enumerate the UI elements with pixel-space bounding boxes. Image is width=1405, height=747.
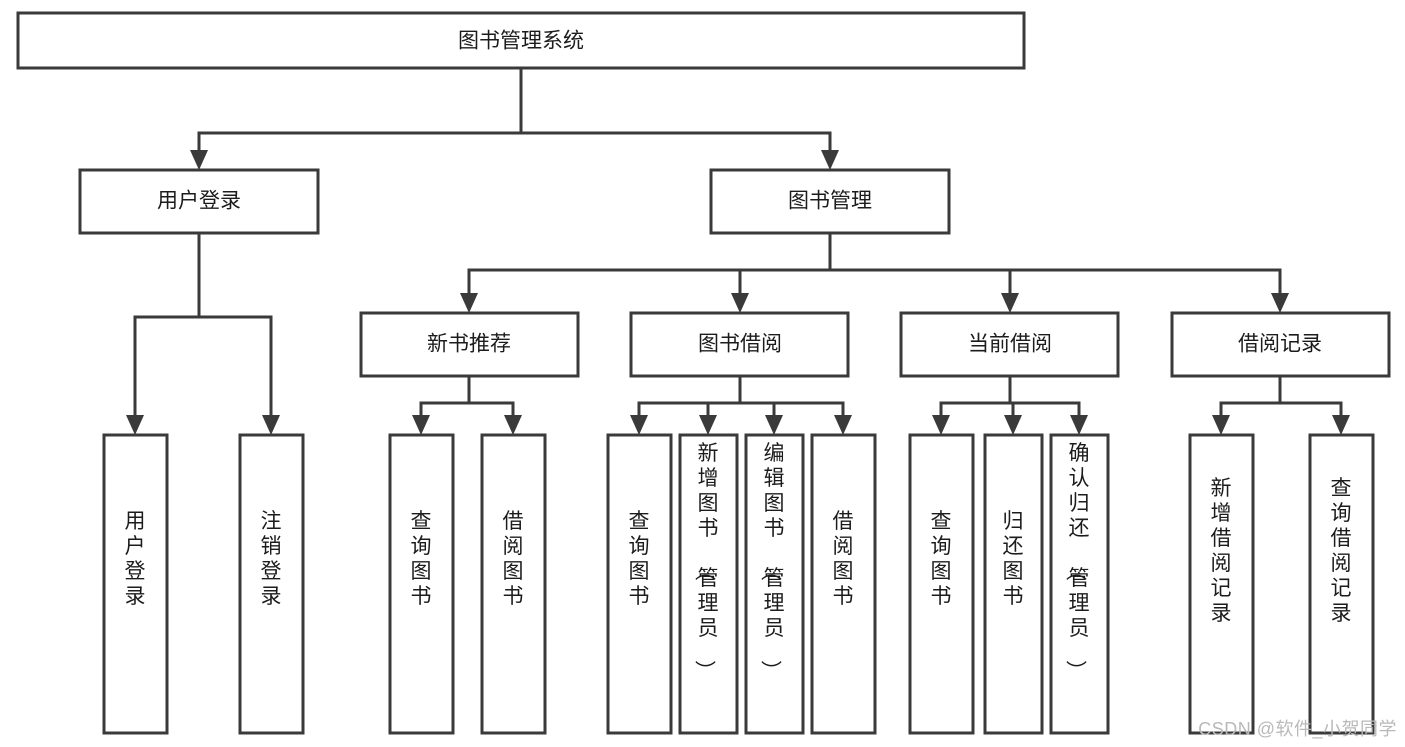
- node-leaf-query-book-3-label: 查询图书: [931, 510, 952, 608]
- node-leaf-query-book-1-box[interactable]: [388, 433, 455, 735]
- node-leaf-query-book-2-label: 查询图书: [629, 510, 650, 608]
- node-leaf-borrow-book-1-label: 借阅图书: [503, 510, 524, 608]
- node-leaf-edit-book-box[interactable]: [744, 433, 805, 735]
- node-book-management-label: 图书管理: [788, 190, 872, 213]
- node-leaf-add-borrow-record-box[interactable]: [1188, 433, 1255, 735]
- node-leaf-user-login-label: 用户登录: [125, 510, 146, 608]
- node-leaf-query-borrow-record[interactable]: 查询借阅记录: [1308, 433, 1375, 735]
- node-borrow-record-label: 借阅记录: [1238, 333, 1322, 356]
- node-user-login[interactable]: 用户登录: [78, 168, 320, 235]
- node-user-login-label: 用户登录: [157, 190, 241, 213]
- arrowhead-leaf-10: [1070, 415, 1088, 435]
- node-leaf-user-login-box[interactable]: [102, 433, 169, 735]
- node-leaf-edit-book-label: 编辑图书（管理员）: [759, 442, 785, 681]
- arrowhead-leaf-9: [1004, 415, 1022, 435]
- node-root[interactable]: 图书管理系统: [16, 11, 1026, 70]
- arrowhead-new-book: [460, 293, 478, 313]
- node-leaf-logout-label: 注销登录: [261, 510, 282, 608]
- arrowhead-leaf-2: [412, 415, 430, 435]
- arrowhead-leaf-1: [262, 415, 280, 435]
- node-borrow-record-box[interactable]: [1170, 311, 1391, 378]
- node-leaf-add-book-box[interactable]: [678, 433, 739, 735]
- node-book-management-box[interactable]: [709, 168, 951, 235]
- node-leaf-borrow-book-2-box[interactable]: [810, 433, 877, 735]
- arrowhead-borrow-record: [1271, 293, 1289, 313]
- node-leaf-borrow-book-2-label: 借阅图书: [833, 510, 854, 608]
- node-leaf-query-book-1[interactable]: 查询图书: [388, 433, 455, 735]
- node-leaf-add-book[interactable]: 新增图书（管理员）: [678, 433, 739, 735]
- node-new-book-recommend[interactable]: 新书推荐: [359, 311, 580, 378]
- arrowhead-leaf-6: [765, 415, 783, 435]
- node-leaf-logout[interactable]: 注销登录: [238, 433, 305, 735]
- node-leaf-return-book-label: 归还图书: [1003, 510, 1024, 608]
- node-root-box[interactable]: [16, 11, 1026, 70]
- node-leaf-query-book-1-label: 查询图书: [411, 510, 432, 608]
- arrowhead-leaf-12: [1332, 415, 1350, 435]
- node-leaf-query-book-2[interactable]: 查询图书: [606, 433, 673, 735]
- node-leaf-borrow-book-1-box[interactable]: [480, 433, 547, 735]
- node-book-management[interactable]: 图书管理: [709, 168, 951, 235]
- node-leaf-user-login[interactable]: 用户登录: [102, 433, 169, 735]
- arrowhead-leaf-7: [834, 415, 852, 435]
- node-leaf-add-book-label: 新增图书（管理员）: [693, 442, 719, 681]
- connector-layer: [126, 66, 1350, 435]
- arrowhead-current-borrow: [1001, 293, 1019, 313]
- node-leaf-add-borrow-record[interactable]: 新增借阅记录: [1188, 433, 1255, 735]
- node-root-label: 图书管理系统: [458, 30, 584, 53]
- node-leaf-borrow-book-1[interactable]: 借阅图书: [480, 433, 547, 735]
- arrowhead-borrow: [731, 293, 749, 313]
- arrowhead-leaf-3: [504, 415, 522, 435]
- node-leaf-query-borrow-record-box[interactable]: [1308, 433, 1375, 735]
- arrowhead-leaf-5: [699, 415, 717, 435]
- node-leaf-edit-book[interactable]: 编辑图书（管理员）: [744, 433, 805, 735]
- node-book-borrow-label: 图书借阅: [698, 333, 782, 356]
- node-new-book-recommend-box[interactable]: [359, 311, 580, 378]
- node-current-borrow-box[interactable]: [899, 311, 1120, 378]
- node-leaf-borrow-book-2[interactable]: 借阅图书: [810, 433, 877, 735]
- arrowhead-user-login: [190, 150, 208, 170]
- node-current-borrow-label: 当前借阅: [968, 333, 1052, 356]
- node-leaf-confirm-return[interactable]: 确认归还（管理员）: [1049, 433, 1110, 735]
- arrowhead-leaf-4: [630, 415, 648, 435]
- node-current-borrow[interactable]: 当前借阅: [899, 311, 1120, 378]
- arrowhead-leaf-8: [932, 415, 950, 435]
- node-leaf-return-book-box[interactable]: [983, 433, 1044, 735]
- node-leaf-add-borrow-record-label: 新增借阅记录: [1211, 477, 1232, 625]
- node-borrow-record[interactable]: 借阅记录: [1170, 311, 1391, 378]
- node-leaf-query-book-2-box[interactable]: [606, 433, 673, 735]
- node-leaf-confirm-return-label: 确认归还（管理员）: [1064, 442, 1090, 681]
- node-book-borrow-box[interactable]: [629, 311, 850, 378]
- arrowhead-leaf-11: [1212, 415, 1230, 435]
- node-leaf-query-book-3[interactable]: 查询图书: [908, 433, 975, 735]
- node-leaf-return-book[interactable]: 归还图书: [983, 433, 1044, 735]
- node-leaf-logout-box[interactable]: [238, 433, 305, 735]
- node-user-login-box[interactable]: [78, 168, 320, 235]
- node-new-book-recommend-label: 新书推荐: [427, 333, 511, 356]
- node-book-borrow[interactable]: 图书借阅: [629, 311, 850, 378]
- node-leaf-query-book-3-box[interactable]: [908, 433, 975, 735]
- arrowhead-leaf-0: [126, 415, 144, 435]
- arrowhead-book-manage: [821, 150, 839, 170]
- node-leaf-query-borrow-record-label: 查询借阅记录: [1331, 477, 1352, 625]
- node-leaf-confirm-return-box[interactable]: [1049, 433, 1110, 735]
